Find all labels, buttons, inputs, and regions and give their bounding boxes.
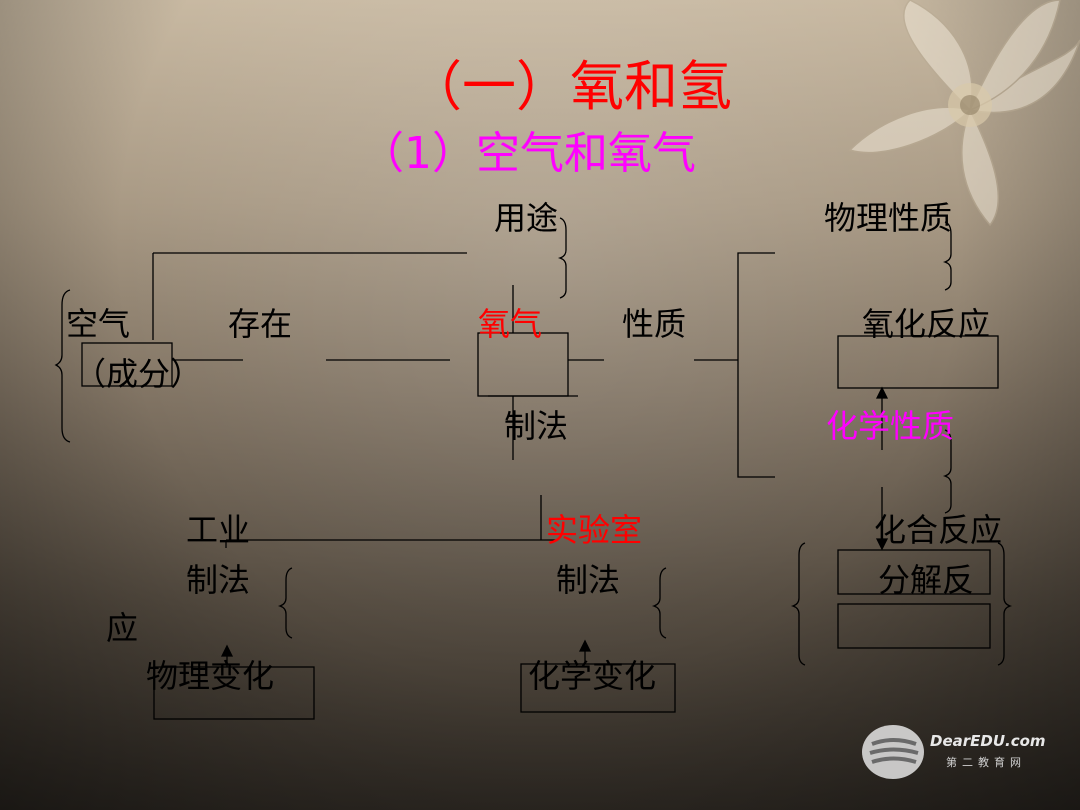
arrowhead-huaxue-bianhua [578,639,592,652]
box-yanghua [837,335,999,389]
label-yangqi: 氧气 [478,305,543,343]
slide-title: （一）氧和氢 [408,55,732,118]
label-wuli-bianhua: 物理变化 [146,657,275,695]
bracket-xingzhi [737,252,775,478]
brace-gongye [277,567,293,639]
label-xingzhi: 性质 [622,305,687,343]
label-shiyanshi: 实验室 [546,511,643,549]
brace-wuli [942,221,952,291]
logo-text: DearEDU.com [930,732,1046,750]
brace-yongtu [557,217,567,299]
label-wuli-xingzhi: 物理性质 [824,199,953,237]
logo-subtext: 第二教育网 [946,756,1026,769]
arrowhead-huaxue-up [875,386,889,399]
label-shiyanshi-zhifa: 制法 [556,561,621,599]
lotus-flower-icon [848,0,1080,227]
box-chengfen [81,342,173,387]
arrowhead-huaxue-down [875,538,889,551]
brace-fenjie-right [997,542,1013,666]
logo-swirl-icon [862,725,924,779]
label-zhifa: 制法 [504,407,569,445]
label-yanghua-fanying: 氧化反应 [862,305,991,343]
label-huaxue-bianhua: 化学变化 [528,657,657,695]
label-fenjie-fan: 分解反 [878,561,975,599]
label-gongye: 工业 [186,511,251,549]
label-gongye-zhifa: 制法 [186,561,251,599]
brace-huaxue [942,429,952,514]
label-huaxue-xingzhi: 化学性质 [826,407,955,445]
label-chengfen: （成分） [74,355,203,393]
slide-subtitle: （1）空气和氧气 [360,128,696,179]
box-wuli-bianhua [153,666,315,720]
label-ying: 应 [106,609,139,647]
label-huahe-fanying: 化合反应 [874,511,1003,549]
label-kongqi: 空气 [66,305,131,343]
arrowhead-wuli [220,644,234,657]
dearedu-logo: DearEDU.com 第二教育网 [860,722,1060,782]
label-cunzai: 存在 [228,305,293,343]
brace-fenjie-left [790,542,806,666]
box-huaxue-bianhua [520,663,676,713]
box-fenjie-2 [837,603,991,649]
brace-kongqi [54,289,71,443]
box-fenjie-1 [837,549,991,595]
label-yongtu: 用途 [494,199,559,237]
brace-shiyan [651,567,667,639]
